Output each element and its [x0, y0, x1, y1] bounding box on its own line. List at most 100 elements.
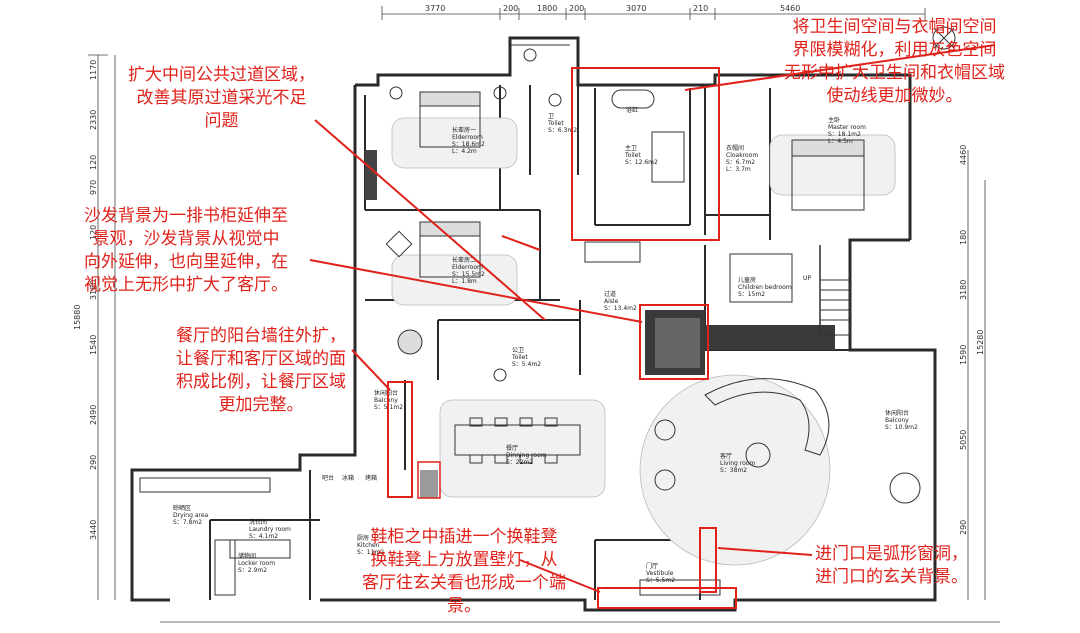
note-entrance-line-2: 进门口的玄关背景。	[815, 567, 968, 587]
dim-left-7: 2490	[89, 405, 98, 425]
room-label-area: S：7.8m2	[173, 519, 202, 526]
dim-top-6: 5460	[780, 4, 800, 13]
room-label-area: S：10.9m2	[885, 424, 918, 431]
room-label-area: S：2.9m2	[238, 567, 267, 574]
note-aisle-line-3: 问题	[204, 111, 239, 131]
note-bath-line-1: 将卫生间空间与衣帽间空间	[792, 17, 997, 37]
room-label-en: Elderroom	[452, 264, 483, 271]
room-label-en: Laundry room	[249, 526, 291, 533]
curved-sofa	[704, 378, 830, 456]
room-label-area: S：15m2	[738, 291, 765, 298]
room-label-cn: 主卫	[625, 144, 637, 152]
room-label-cn: 卫	[548, 113, 554, 120]
room-label-cn: 长辈房一	[452, 126, 476, 134]
room-label-en: Balcony	[885, 417, 909, 424]
note-bath-line-4: 使动线更加微妙。	[826, 86, 963, 106]
room-label-en: Living room	[720, 460, 755, 467]
room-label-cn: 储物间	[238, 552, 256, 560]
note-shoe-line-1: 鞋柜之中插进一个换鞋凳	[370, 527, 558, 547]
room-label-en: Elderroom	[452, 134, 483, 141]
dim-top-0: 3770	[425, 4, 445, 13]
room-label-cn: 客厅	[720, 452, 732, 460]
bathtub	[611, 89, 655, 109]
note-aisle: 扩大中间公共过道区域， 改善其原过道采光不足 问题	[128, 64, 315, 133]
room-label-area: S：11m2	[357, 549, 384, 556]
note-sofa: 沙发背景为一排书柜延伸至 景观，沙发背景从视觉中 向外延伸，也向里延伸，在 视觉…	[84, 205, 288, 297]
note-bath-line-3: 无形中扩大卫生间和衣帽区域	[784, 63, 1005, 83]
room-label-cn: 厨房	[357, 534, 369, 542]
fixture-labels: 吧台 冰箱 烤箱 浴缸 UP	[322, 106, 811, 482]
leader-balcony	[351, 349, 391, 391]
dim-right-5: 290	[959, 520, 968, 535]
room-label-area: S：6.3m2	[548, 127, 577, 134]
room-label-en: Locker room	[238, 560, 275, 567]
leader-sofa	[309, 259, 643, 323]
note-entrance: 进门口是弧形窗洞， 进门口的玄关背景。	[815, 543, 968, 589]
note-sofa-line-4: 视觉上无形中扩大了客厅。	[84, 275, 288, 295]
compass-icon	[932, 26, 956, 50]
note-dining-line-1: 餐厅的阳台墙往外扩，	[176, 326, 346, 346]
room-label-cn: 长辈房二	[452, 256, 476, 264]
rugs	[391, 117, 896, 566]
dim-right-total: 15280	[976, 330, 985, 355]
room-label-area: S：6.7m2	[726, 159, 755, 166]
dim-right-4: 5050	[959, 430, 968, 450]
room-label-en: Cloakroom	[726, 152, 758, 159]
dim-top-5: 210	[693, 4, 708, 13]
dim-left-2: 120	[89, 155, 98, 170]
room-label-en: Toilet	[511, 354, 528, 361]
room-label-area: S：15.5m2	[452, 271, 485, 278]
leader-entrance	[717, 547, 813, 556]
dim-left-4: 120	[89, 225, 98, 240]
highlight-sofa-bookcase	[639, 304, 709, 380]
room-label-en: Master room	[828, 124, 866, 131]
dim-top-3: 200	[569, 4, 584, 13]
room-label-area: S：38m2	[720, 467, 747, 474]
note-bath-cloak: 将卫生间空间与衣帽间空间 界限模糊化，利用灰色空间 无形中扩大卫生间和衣帽区域 …	[784, 16, 1005, 108]
dimension-lines	[88, 6, 1000, 623]
dimension-labels: 3770 200 1800 200 3070 210 5460 1170 233…	[73, 4, 985, 540]
note-shoe-line-2: 换鞋凳上方放置壁灯，从	[370, 550, 558, 570]
dim-left-5: 3180	[89, 280, 98, 300]
furniture	[139, 44, 921, 596]
note-aisle-line-2: 改善其原过道采光不足	[136, 88, 307, 108]
room-labels: 长辈房一ElderroomS：18.6m2L：4.2m卫ToiletS：6.3m…	[173, 113, 918, 584]
room-label-extra: L：3.7m	[726, 166, 751, 173]
leader-aisle	[501, 235, 541, 251]
shower	[651, 131, 685, 183]
room-label-area: S：5.4m2	[512, 361, 541, 368]
highlight-bath-cloak	[571, 67, 720, 241]
room-label-en: Dinning room	[506, 452, 547, 459]
highlight-entrance	[699, 527, 717, 593]
dim-left-8: 290	[89, 455, 98, 470]
label-ice: 冰箱	[342, 474, 354, 482]
room-label-area: S：18.6m2	[452, 141, 485, 148]
dim-right-3: 1590	[959, 345, 968, 365]
dining-table	[454, 424, 581, 456]
bed-children	[729, 253, 793, 303]
note-shoe-line-4: 景。	[447, 596, 481, 616]
dim-left-1: 2330	[89, 110, 98, 130]
balcony-plant	[397, 329, 423, 355]
room-label-cn: 儿童房	[738, 276, 756, 284]
room-label-en: Drying area	[173, 512, 209, 519]
room-label-en: Children bedroom	[738, 284, 792, 291]
room-label-cn: 主卧	[828, 116, 840, 124]
room-label-area: S：18.1m2	[828, 131, 861, 138]
room-label-extra: L：1.8m	[452, 278, 477, 285]
room-label-area: S：5.5m2	[646, 577, 675, 584]
dim-top-4: 3070	[626, 4, 646, 13]
room-label-area: S：13.4m2	[604, 305, 637, 312]
